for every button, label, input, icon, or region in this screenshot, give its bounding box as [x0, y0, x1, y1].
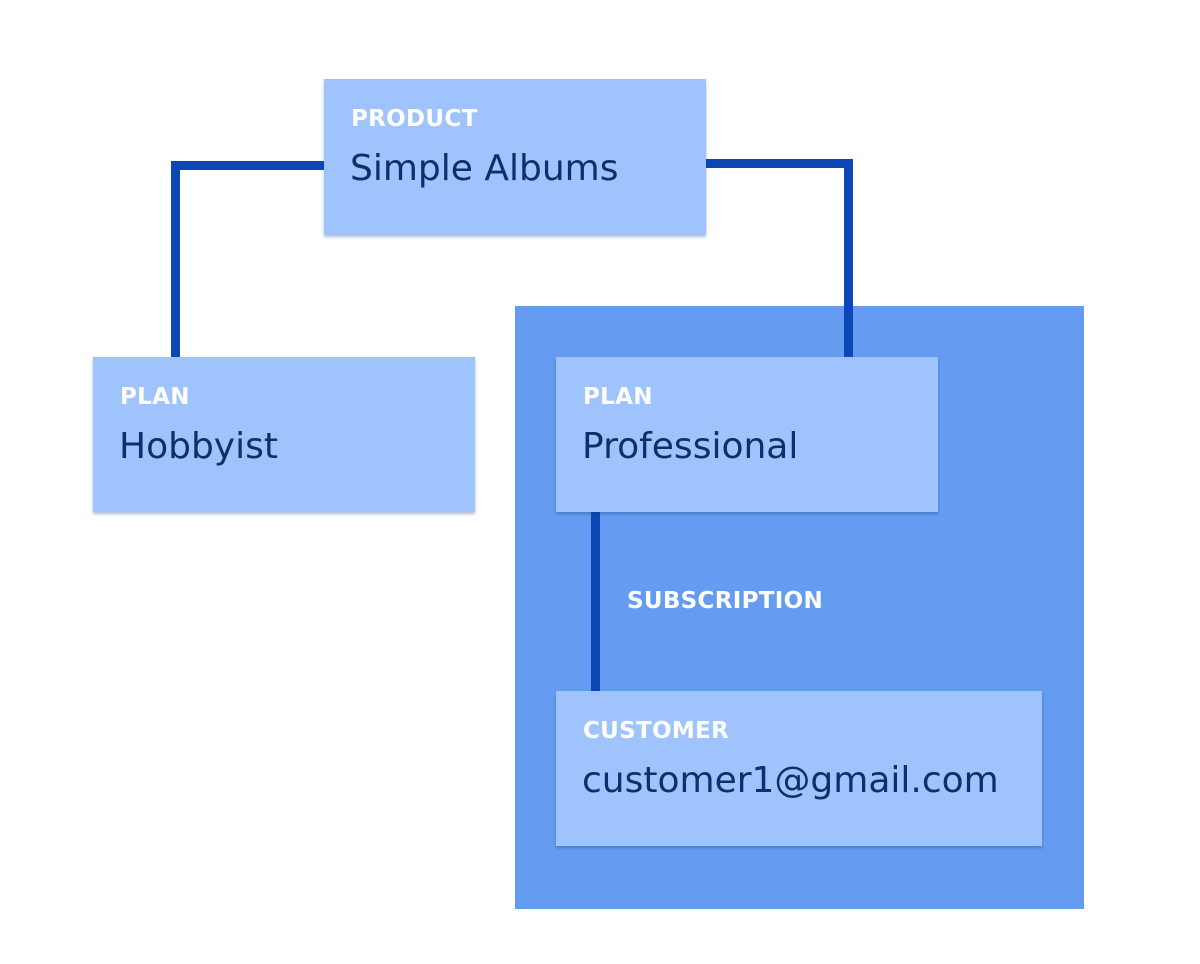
customer-email: customer1@gmail.com: [582, 760, 999, 801]
plan-hobbyist-node: PLAN Hobbyist: [93, 357, 475, 512]
plan-type-label: PLAN: [120, 384, 190, 410]
product-name: Simple Albums: [350, 148, 619, 189]
plan-professional-name: Professional: [582, 426, 799, 467]
product-node: PRODUCT Simple Albums: [324, 79, 706, 235]
connector-product-to-hobbyist: [171, 161, 331, 170]
plan-professional-node: PLAN Professional: [556, 357, 938, 512]
product-type-label: PRODUCT: [351, 106, 478, 132]
subscription-label: SUBSCRIPTION: [627, 588, 823, 614]
connector-product-to-hobbyist-vertical: [171, 161, 180, 358]
customer-type-label: CUSTOMER: [583, 718, 730, 744]
plan-hobbyist-name: Hobbyist: [119, 426, 278, 467]
connector-product-to-professional: [700, 159, 853, 168]
customer-node: CUSTOMER customer1@gmail.com: [556, 691, 1042, 846]
connector-product-to-professional-vertical: [844, 159, 853, 358]
plan-type-label: PLAN: [583, 384, 653, 410]
connector-subscription: [591, 508, 600, 694]
